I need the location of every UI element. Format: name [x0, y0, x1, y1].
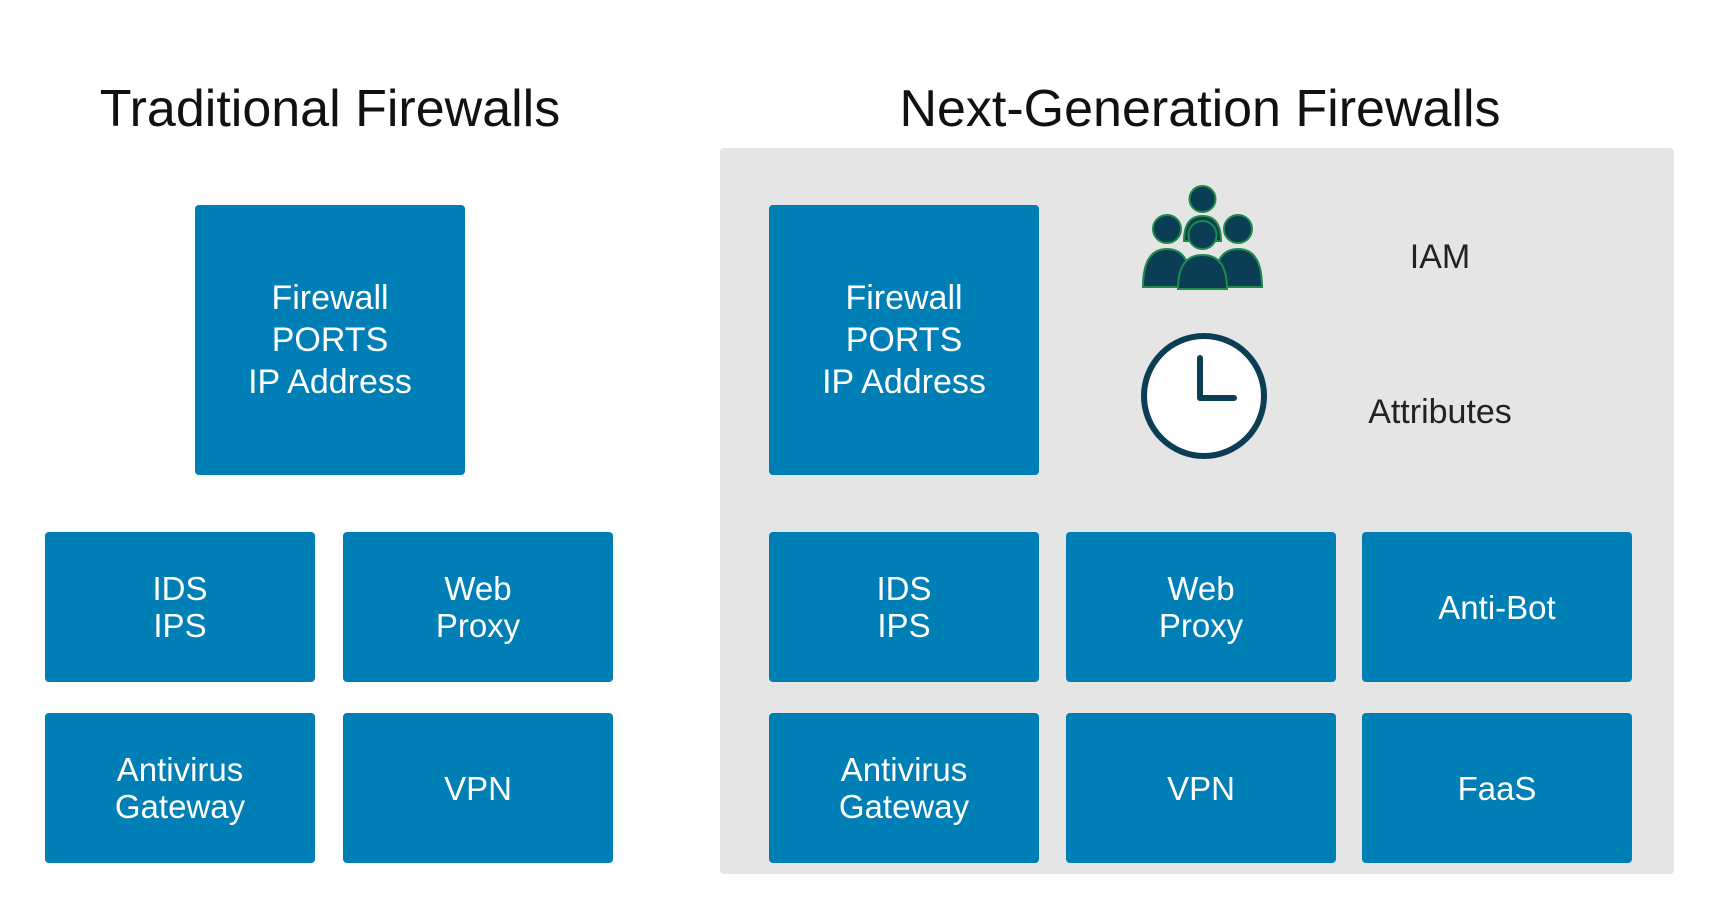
box-line: VPN: [1167, 769, 1235, 807]
box-line: IDS: [152, 570, 208, 607]
traditional-firewalls-title: Traditional Firewalls: [99, 80, 561, 138]
box-line: IP Address: [248, 363, 412, 401]
box-line: Antivirus: [116, 751, 244, 788]
box-line: PORTS: [845, 321, 963, 359]
box-line: Web: [1167, 570, 1235, 607]
box-line: Gateway: [114, 788, 246, 825]
ngfw-firewall-core-box: Firewall PORTS IP Address: [769, 205, 1039, 475]
box-line: Anti-Bot: [1438, 588, 1556, 626]
traditional-firewall-core-box: Firewall PORTS IP Address: [195, 205, 465, 475]
attributes-label: Attributes: [1368, 393, 1512, 431]
traditional-ids-ips-box: IDS IPS: [45, 532, 315, 682]
box-line: IDS: [876, 570, 932, 607]
clock-icon: [1138, 330, 1270, 462]
box-line: Proxy: [435, 607, 521, 644]
box-line: IP Address: [822, 363, 986, 401]
iam-label: IAM: [1409, 238, 1471, 276]
ngfw-antivirus-gateway-box: Antivirus Gateway: [769, 713, 1039, 863]
box-line: Antivirus: [840, 751, 968, 788]
box-line: VPN: [444, 769, 512, 807]
box-line: IPS: [877, 607, 931, 644]
next-generation-firewalls-title: Next-Generation Firewalls: [899, 80, 1501, 138]
box-line: FaaS: [1457, 769, 1537, 807]
box-line: Firewall: [271, 279, 389, 317]
box-line: Proxy: [1158, 607, 1244, 644]
box-line: PORTS: [271, 321, 389, 359]
ngfw-anti-bot-box: Anti-Bot: [1362, 532, 1632, 682]
users-group-icon: [1140, 183, 1265, 291]
ngfw-ids-ips-box: IDS IPS: [769, 532, 1039, 682]
box-line: Web: [444, 570, 512, 607]
box-line: IPS: [153, 607, 207, 644]
ngfw-vpn-box: VPN: [1066, 713, 1336, 863]
ngfw-faas-box: FaaS: [1362, 713, 1632, 863]
ngfw-web-proxy-box: Web Proxy: [1066, 532, 1336, 682]
traditional-web-proxy-box: Web Proxy: [343, 532, 613, 682]
box-line: Firewall: [845, 279, 963, 317]
traditional-vpn-box: VPN: [343, 713, 613, 863]
traditional-antivirus-gateway-box: Antivirus Gateway: [45, 713, 315, 863]
box-line: Gateway: [838, 788, 970, 825]
